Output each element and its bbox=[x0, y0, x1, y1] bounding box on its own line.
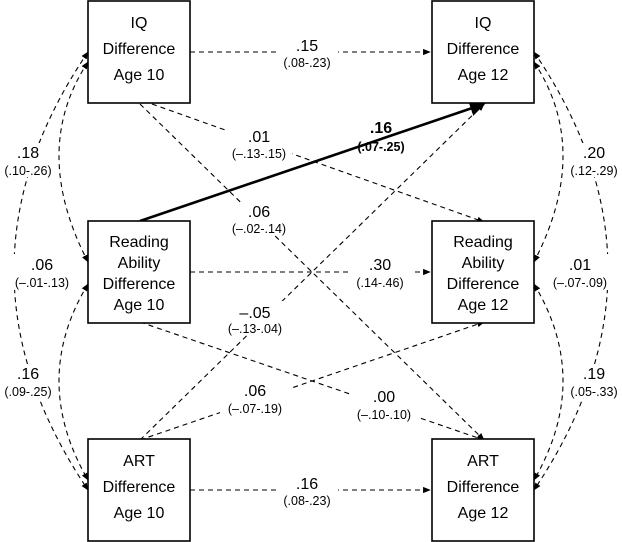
confidence-interval: (.08-.23) bbox=[283, 56, 330, 70]
corr-read10-art10 bbox=[58, 283, 89, 481]
node-art10: ART Difference Age 10 bbox=[87, 438, 191, 542]
path-iq10-art12 bbox=[139, 103, 485, 441]
coefficient: .16 bbox=[17, 366, 39, 383]
label-iq12-read12: .20 (.12-.29) bbox=[564, 143, 622, 178]
coefficient: .06 bbox=[244, 383, 266, 400]
label-iq12-art12: .19 (.05-.33) bbox=[564, 364, 622, 399]
confidence-interval: (.05-.33) bbox=[570, 385, 617, 399]
node-label-line: Difference bbox=[447, 276, 520, 293]
node-label-line: Age 10 bbox=[114, 67, 165, 84]
node-label-line: Reading bbox=[453, 234, 513, 251]
label-read10-read12: .30 (.14-.46) bbox=[348, 255, 412, 290]
confidence-interval: (–.13-.04) bbox=[228, 322, 282, 336]
node-label-line: ART bbox=[467, 453, 499, 470]
label-iq10-read10: .18 (.10-.26) bbox=[0, 143, 58, 178]
confidence-interval: (–.01-.13) bbox=[15, 276, 69, 290]
coefficient: .06 bbox=[31, 257, 53, 274]
coefficient: .00 bbox=[373, 389, 395, 406]
path-labels: .15 (.08-.23) .16 (.07-.25) .01 (–.13-.1… bbox=[0, 36, 622, 508]
label-read12-art12: .01 (–.07-.09) bbox=[548, 254, 614, 290]
confidence-interval: (.08-.23) bbox=[283, 494, 330, 508]
label-art10-iq12: –.05 (–.13-.04) bbox=[220, 301, 290, 336]
node-label-line: Difference bbox=[103, 479, 176, 496]
confidence-interval: (.12-.29) bbox=[570, 164, 617, 178]
node-label-line: Age 12 bbox=[458, 297, 509, 314]
node-art12: ART Difference Age 12 bbox=[431, 438, 535, 542]
node-label-line: IQ bbox=[475, 15, 492, 32]
confidence-interval: (.07-.25) bbox=[357, 140, 404, 154]
node-label-line: Age 10 bbox=[114, 297, 165, 314]
label-iq10-art12: .06 (–.02-.14) bbox=[226, 203, 292, 236]
node-label-line: Age 12 bbox=[458, 505, 509, 522]
node-label-line: IQ bbox=[131, 15, 148, 32]
coefficient: .16 bbox=[370, 120, 392, 137]
label-read10-art10: .06 (–.01-.13) bbox=[8, 254, 74, 290]
coefficient: .30 bbox=[369, 257, 391, 274]
coefficient: .19 bbox=[583, 366, 605, 383]
node-label-line: Age 12 bbox=[458, 67, 509, 84]
coefficient: .06 bbox=[248, 204, 270, 221]
coefficient: .01 bbox=[569, 257, 591, 274]
path-read10-iq12 bbox=[139, 101, 486, 223]
node-label-line: Reading bbox=[109, 234, 169, 251]
node-label-line: Age 10 bbox=[114, 505, 165, 522]
label-read10-iq12: .16 (.07-.25) bbox=[357, 120, 404, 154]
corr-iq10-read10 bbox=[58, 61, 89, 263]
confidence-interval: (–.07-.09) bbox=[553, 276, 607, 290]
label-iq10-read12: .01 (–.13-.15) bbox=[226, 128, 292, 161]
coefficient: .20 bbox=[583, 145, 605, 162]
node-label-line: Difference bbox=[447, 479, 520, 496]
label-art10-art12: .16 (.08-.23) bbox=[276, 474, 338, 508]
label-read10-art12: .00 (–.10-.10) bbox=[350, 387, 418, 422]
path-art10-iq12 bbox=[139, 103, 485, 441]
corr-read12-art12 bbox=[533, 283, 564, 481]
confidence-interval: (.09-.25) bbox=[4, 385, 51, 399]
node-read10: Reading Ability Difference Age 10 bbox=[87, 220, 191, 324]
coefficient: –.05 bbox=[239, 305, 270, 322]
confidence-interval: (.14-.46) bbox=[356, 276, 403, 290]
coefficient: .16 bbox=[296, 476, 318, 493]
confidence-interval: (–.07-.19) bbox=[228, 402, 282, 416]
coefficient: .01 bbox=[248, 129, 270, 146]
node-label-line: Difference bbox=[103, 276, 176, 293]
corr-iq12-read12 bbox=[533, 61, 564, 263]
confidence-interval: (–.13-.15) bbox=[232, 147, 286, 161]
confidence-interval: (.10-.26) bbox=[4, 164, 51, 178]
node-iq12: IQ Difference Age 12 bbox=[431, 0, 535, 104]
node-label-line: Ability bbox=[118, 255, 161, 272]
path-iq10-read12 bbox=[151, 103, 485, 223]
node-label-line: Difference bbox=[103, 41, 176, 58]
label-iq10-iq12: .15 (.08-.23) bbox=[276, 36, 338, 70]
path-read10-art12 bbox=[139, 321, 485, 441]
coefficient: .15 bbox=[296, 38, 318, 55]
node-read12: Reading Ability Difference Age 12 bbox=[431, 220, 535, 324]
coefficient: .18 bbox=[17, 145, 39, 162]
confidence-interval: (–.02-.14) bbox=[232, 222, 286, 236]
node-label-line: Ability bbox=[462, 255, 505, 272]
label-art10-read12: .06 (–.07-.19) bbox=[220, 381, 290, 416]
node-label-line: Difference bbox=[447, 41, 520, 58]
node-iq10: IQ Difference Age 10 bbox=[87, 0, 191, 104]
label-iq10-art10: .16 (.09-.25) bbox=[0, 364, 58, 399]
node-label-line: ART bbox=[123, 453, 155, 470]
confidence-interval: (–.10-.10) bbox=[357, 408, 411, 422]
